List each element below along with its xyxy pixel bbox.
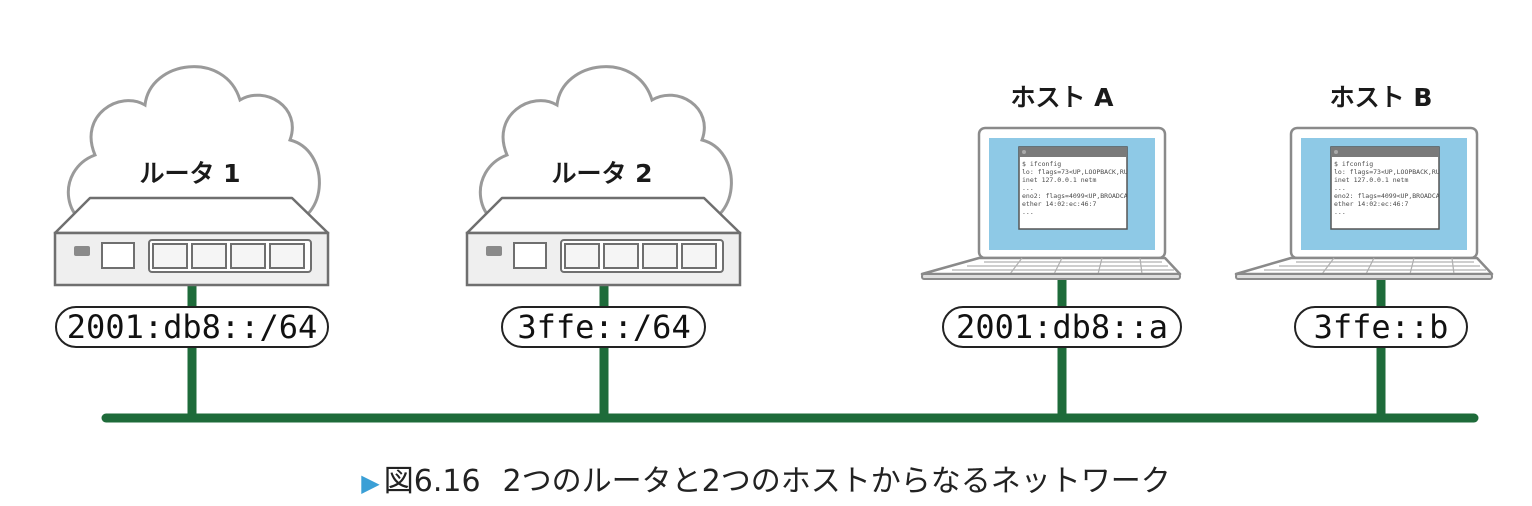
svg-text:$ ifconfig: $ ifconfig xyxy=(1022,160,1061,168)
terminal-text: $ ifconfig lo: flags=73<UP,LOOPBACK,RU i… xyxy=(1022,160,1128,216)
host-address-label: 2001:db8::a xyxy=(942,306,1182,348)
svg-text:ether 14:02:ec:46:7: ether 14:02:ec:46:7 xyxy=(1334,200,1408,208)
host-title: ホスト B xyxy=(1330,83,1433,112)
svg-text:eno2: flags=4099<UP,BROADCA: eno2: flags=4099<UP,BROADCA xyxy=(1022,192,1128,200)
terminal-text: $ ifconfig lo: flags=73<UP,LOOPBACK,RU i… xyxy=(1334,160,1440,216)
svg-text:...: ... xyxy=(1334,184,1346,192)
svg-text:2001:db8::a: 2001:db8::a xyxy=(956,308,1168,346)
svg-text:3ffe::/64: 3ffe::/64 xyxy=(517,308,690,346)
svg-text:2001:db8::/64: 2001:db8::/64 xyxy=(67,308,317,346)
router-1: ルータ 1 2001:db8::/64 xyxy=(53,65,330,348)
figure-caption: ▶図6.16 2つのルータと2つのホストからなるネットワーク xyxy=(0,456,1532,500)
svg-text:inet 127.0.0.1 netm: inet 127.0.0.1 netm xyxy=(1334,176,1408,184)
svg-text:inet 127.0.0.1 netm: inet 127.0.0.1 netm xyxy=(1022,176,1096,184)
caption-marker-icon: ▶ xyxy=(361,469,380,497)
router-icon xyxy=(53,196,330,287)
caption-text: 2つのルータと2つのホストからなるネットワーク xyxy=(502,464,1171,499)
host-title: ホスト A xyxy=(1010,83,1114,112)
router-title: ルータ 2 xyxy=(551,159,652,188)
router-2: ルータ 2 3ffe::/64 xyxy=(465,65,742,348)
svg-text:eno2: flags=4099<UP,BROADCA: eno2: flags=4099<UP,BROADCA xyxy=(1334,192,1440,200)
svg-text:$ ifconfig: $ ifconfig xyxy=(1334,160,1373,168)
laptop-icon: $ ifconfig lo: flags=73<UP,LOOPBACK,RU i… xyxy=(1234,126,1494,280)
svg-text:...: ... xyxy=(1022,184,1034,192)
svg-text:ether 14:02:ec:46:7: ether 14:02:ec:46:7 xyxy=(1022,200,1096,208)
svg-text:...: ... xyxy=(1022,208,1034,216)
router-icon xyxy=(465,196,742,287)
host-b: ホスト B $ ifconfig lo: flags=73<UP,LOOPBAC… xyxy=(1234,83,1494,348)
host-address-label: 3ffe::b xyxy=(1294,306,1468,348)
figure-number: 図6.16 xyxy=(383,464,481,499)
router-title: ルータ 1 xyxy=(139,159,240,188)
svg-text:lo: flags=73<UP,LOOPBACK,RU: lo: flags=73<UP,LOOPBACK,RU xyxy=(1022,168,1128,176)
svg-text:lo: flags=73<UP,LOOPBACK,RU: lo: flags=73<UP,LOOPBACK,RU xyxy=(1334,168,1440,176)
router-address-label: 2001:db8::/64 xyxy=(55,306,329,348)
svg-text:3ffe::b: 3ffe::b xyxy=(1314,308,1449,346)
router-address-label: 3ffe::/64 xyxy=(501,306,706,348)
laptop-icon: $ ifconfig lo: flags=73<UP,LOOPBACK,RU i… xyxy=(920,126,1182,280)
host-a: ホスト A $ ifconfig lo: flags=73<UP,LOOPBAC… xyxy=(920,83,1182,348)
svg-text:...: ... xyxy=(1334,208,1346,216)
